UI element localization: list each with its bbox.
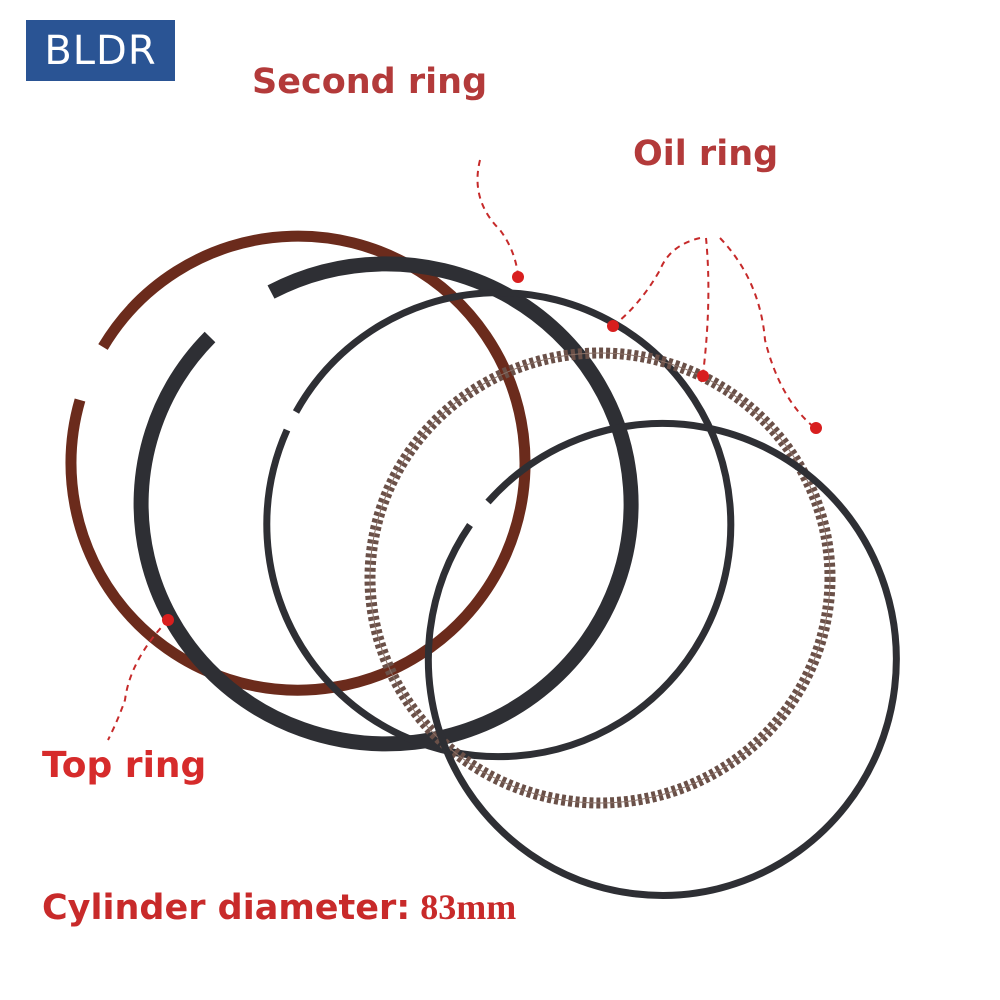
cylinder-diameter-value: 83mm [420, 887, 517, 927]
leader-oil-ring-2 [702, 237, 710, 375]
brand-logo: BLDR [26, 20, 175, 81]
oil-ring-expander-outline [369, 352, 831, 804]
cylinder-diameter-caption: Cylinder diameter:83mm [42, 886, 516, 928]
oil-ring-label: Oil ring [633, 134, 779, 174]
top-ring [65, 230, 531, 696]
leader-top-ring [107, 619, 169, 741]
cylinder-diameter-label: Cylinder diameter: [42, 888, 411, 928]
marker-second-ring [512, 271, 524, 283]
second-ring-label: Second ring [252, 62, 488, 102]
marker-oil-ring-2 [697, 370, 709, 382]
top-ring-label: Top ring [42, 745, 207, 786]
oil-ring-rail-lower [424, 420, 900, 899]
marker-top-ring [162, 614, 174, 626]
marker-oil-ring-3 [810, 422, 822, 434]
oil-ring-rail-upper [263, 289, 735, 761]
brand-logo-text: BLDR [44, 27, 157, 74]
leader-second-ring [476, 159, 519, 276]
leader-oil-ring-1 [612, 237, 701, 327]
marker-oil-ring-1 [607, 320, 619, 332]
leader-oil-ring-3 [719, 237, 816, 429]
